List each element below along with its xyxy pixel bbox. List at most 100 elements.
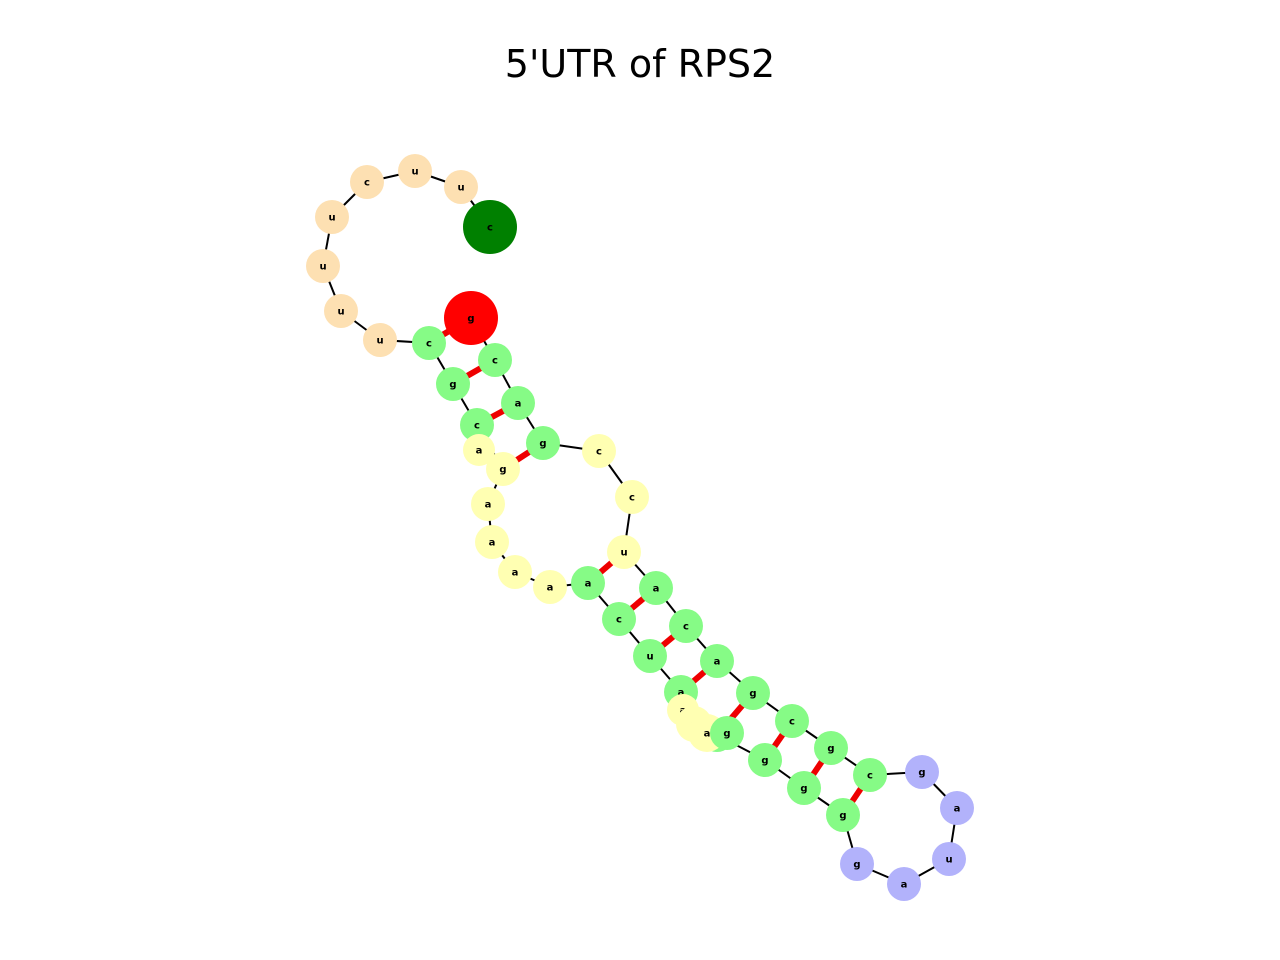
nucleotide: u bbox=[306, 249, 340, 283]
nucleotide: c bbox=[853, 758, 887, 792]
nucleotide-circle bbox=[826, 798, 860, 832]
nucleotide-label: c bbox=[364, 178, 370, 189]
nucleotide-circle bbox=[710, 716, 744, 750]
nucleotide: g bbox=[736, 676, 770, 710]
nucleotide: a bbox=[700, 644, 734, 678]
nucleotide-label: u bbox=[620, 548, 627, 559]
nucleotide-circle bbox=[460, 408, 494, 442]
nucleotide: g bbox=[905, 755, 939, 789]
nucleotide-label: c bbox=[629, 493, 635, 504]
nucleotide-label: c bbox=[487, 223, 493, 234]
nucleotide: c bbox=[460, 408, 494, 442]
nucleotide: g bbox=[826, 798, 860, 832]
nucleotide-circle bbox=[736, 676, 770, 710]
nucleotide: c bbox=[412, 326, 446, 360]
nucleotide-label: a bbox=[512, 568, 519, 579]
nucleotide: c bbox=[602, 602, 636, 636]
nucleotide-circle bbox=[700, 644, 734, 678]
nucleotide-label: c bbox=[867, 771, 873, 782]
nucleotide-circle bbox=[787, 771, 821, 805]
nucleotide-circle bbox=[478, 343, 512, 377]
nucleotide-circle bbox=[814, 731, 848, 765]
nucleotide-label: u bbox=[337, 307, 344, 318]
nucleotide-label: u bbox=[376, 336, 383, 347]
nucleotide: a bbox=[571, 566, 605, 600]
nucleotide-label: a bbox=[901, 880, 908, 891]
nucleotide-label: a bbox=[515, 399, 522, 410]
nucleotide-circle bbox=[932, 842, 966, 876]
nucleotide-label: g bbox=[749, 689, 756, 700]
nucleotide-label: g bbox=[539, 439, 546, 450]
nucleotide-circle bbox=[475, 525, 509, 559]
nucleotide: u bbox=[633, 639, 667, 673]
nucleotide-label: g bbox=[800, 784, 807, 795]
nucleotide: c bbox=[615, 480, 649, 514]
nucleotide-circle bbox=[905, 755, 939, 789]
nucleotide-circle bbox=[463, 200, 517, 254]
nucleotide-label: c bbox=[789, 717, 795, 728]
nucleotide-circle bbox=[363, 323, 397, 357]
nucleotide: g bbox=[526, 426, 560, 460]
nucleotide: c bbox=[350, 165, 384, 199]
nucleotide-label: g bbox=[918, 768, 925, 779]
nucleotide-label: u bbox=[319, 262, 326, 273]
nucleotide-circle bbox=[582, 434, 616, 468]
nucleotide-label: a bbox=[476, 446, 483, 457]
nucleotide: u bbox=[932, 842, 966, 876]
nucleotide-label: g bbox=[449, 380, 456, 391]
nucleotide-circle bbox=[748, 743, 782, 777]
nucleotide: u bbox=[324, 294, 358, 328]
nucleotide: a bbox=[471, 487, 505, 521]
nucleotide-circle bbox=[471, 487, 505, 521]
nucleotide-circle bbox=[306, 249, 340, 283]
nucleotide: g bbox=[486, 452, 520, 486]
nucleotide: g bbox=[710, 716, 744, 750]
nucleotide: a bbox=[887, 867, 921, 901]
nucleotide-layer: cuucuuuucgcgaaaaacuacggggauagcgcgacauccg… bbox=[306, 154, 974, 901]
nucleotide-label: a bbox=[485, 500, 492, 511]
nucleotide-label: g bbox=[467, 314, 474, 325]
bulge-nucleotide: a bbox=[463, 434, 495, 466]
nucleotide-circle bbox=[775, 704, 809, 738]
nucleotide-circle bbox=[533, 570, 567, 604]
nucleotide-circle bbox=[350, 165, 384, 199]
nucleotide: a bbox=[639, 571, 673, 605]
nucleotide-label: a bbox=[489, 538, 496, 549]
nucleotide-circle bbox=[436, 367, 470, 401]
nucleotide: c bbox=[775, 704, 809, 738]
nucleotide: u bbox=[363, 323, 397, 357]
end-nucleotide: g bbox=[444, 291, 498, 345]
nucleotide-label: g bbox=[853, 860, 860, 871]
nucleotide-label: u bbox=[411, 167, 418, 178]
nucleotide: g bbox=[436, 367, 470, 401]
nucleotide-circle bbox=[498, 555, 532, 589]
nucleotide-label: c bbox=[492, 356, 498, 367]
base-pair-layer bbox=[427, 315, 873, 817]
nucleotide: a bbox=[498, 555, 532, 589]
nucleotide-label: u bbox=[945, 855, 952, 866]
nucleotide-label: u bbox=[646, 652, 653, 663]
nucleotide-circle bbox=[639, 571, 673, 605]
nucleotide-circle bbox=[444, 170, 478, 204]
nucleotide-circle bbox=[526, 426, 560, 460]
nucleotide-circle bbox=[444, 291, 498, 345]
diagram-title: 5'UTR of RPS2 bbox=[504, 42, 776, 86]
nucleotide: g bbox=[814, 731, 848, 765]
nucleotide-label: c bbox=[683, 622, 689, 633]
nucleotide-circle bbox=[633, 639, 667, 673]
nucleotide: a bbox=[940, 791, 974, 825]
nucleotide-circle bbox=[853, 758, 887, 792]
nucleotide: a bbox=[475, 525, 509, 559]
nucleotide: g bbox=[840, 847, 874, 881]
nucleotide: c bbox=[478, 343, 512, 377]
nucleotide: a bbox=[533, 570, 567, 604]
nucleotide-circle bbox=[571, 566, 605, 600]
nucleotide-label: u bbox=[457, 183, 464, 194]
nucleotide-label: c bbox=[426, 339, 432, 350]
nucleotide-circle bbox=[412, 326, 446, 360]
nucleotide: c bbox=[669, 609, 703, 643]
nucleotide-label: a bbox=[678, 688, 685, 699]
nucleotide-label: c bbox=[474, 421, 480, 432]
nucleotide-label: g bbox=[827, 744, 834, 755]
